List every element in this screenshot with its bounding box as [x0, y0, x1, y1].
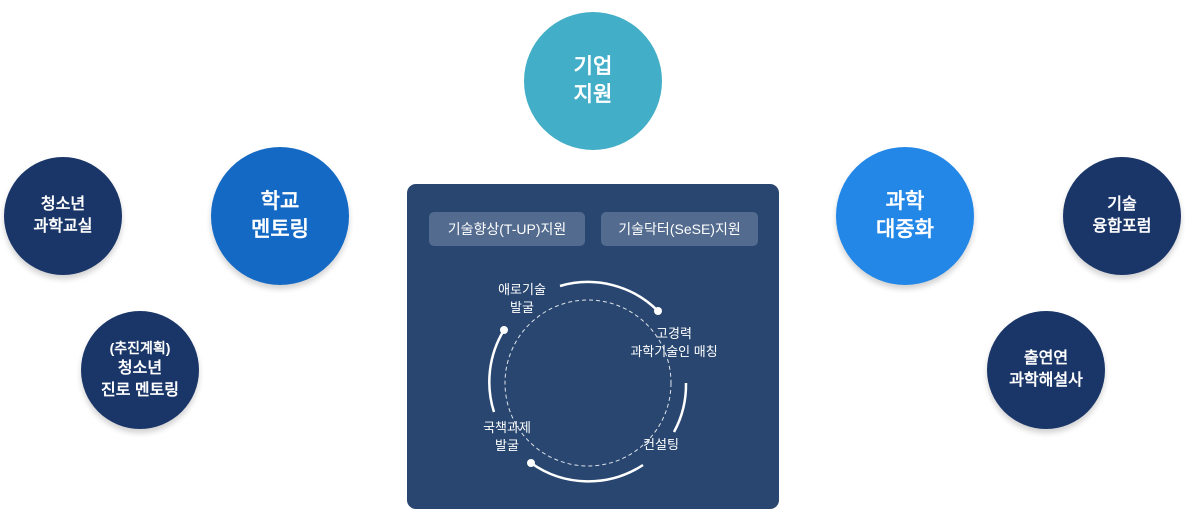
node-label: 기업	[573, 55, 613, 78]
step-label: 애로기술	[498, 282, 546, 297]
node-youth-career-mentoring: (추진계획) 청소년 진로 멘토링	[81, 311, 199, 429]
cycle-step-consulting: 컨설팅	[643, 436, 679, 454]
node-label: 과학	[885, 190, 925, 213]
step-label: 컨설팅	[643, 437, 679, 452]
node-science-commentator: 출연연 과학해설사	[987, 311, 1105, 429]
arc-dot	[500, 326, 508, 334]
chip-sese-support: 기술닥터(SeSE)지원	[601, 212, 758, 246]
chip-tup-support: 기술향상(T-UP)지원	[429, 212, 585, 246]
cycle-arc	[672, 382, 688, 433]
node-note: (추진계획)	[109, 340, 171, 356]
cycle-step-national-project: 국책과제 발굴	[483, 419, 531, 455]
cycle-arc	[559, 280, 659, 312]
step-label: 국책과제	[483, 420, 531, 435]
node-label: 청소년	[40, 196, 86, 213]
arc-dot	[654, 307, 662, 315]
node-label: 과학해설사	[1009, 372, 1083, 389]
node-label: 멘토링	[251, 218, 309, 241]
step-label: 과학기술인 매칭	[630, 344, 718, 359]
node-label: 지원	[573, 83, 613, 106]
cycle-step-matching: 고경력 과학기술인 매칭	[630, 325, 717, 361]
node-science-popularization: 과학 대중화	[836, 147, 974, 285]
node-label: 출연연	[1023, 350, 1069, 367]
node-label: 청소년	[117, 360, 163, 377]
step-label: 고경력	[656, 326, 692, 341]
node-label: 대중화	[876, 218, 934, 241]
node-label: 진로 멘토링	[100, 382, 180, 399]
cycle-step-bottleneck: 애로기술 발굴	[498, 281, 546, 317]
node-label: 기술	[1107, 196, 1137, 213]
node-tech-convergence-forum: 기술 융합포럼	[1063, 157, 1181, 275]
node-label: 학교	[260, 190, 300, 213]
company-support-panel: 기술향상(T-UP)지원 기술닥터(SeSE)지원	[407, 184, 779, 509]
step-label: 발굴	[510, 300, 534, 315]
node-label: 융합포럼	[1092, 218, 1152, 235]
cycle-arc	[488, 329, 506, 413]
node-school-mentoring: 학교 멘토링	[211, 147, 349, 285]
node-youth-science-class: 청소년 과학교실	[4, 157, 122, 275]
arc-dot	[527, 459, 535, 467]
cycle-arc	[530, 461, 644, 483]
step-label: 발굴	[495, 438, 519, 453]
node-company-support: 기업 지원	[524, 12, 662, 150]
dashed-inner-circle	[504, 299, 672, 467]
node-label: 과학교실	[33, 218, 93, 235]
